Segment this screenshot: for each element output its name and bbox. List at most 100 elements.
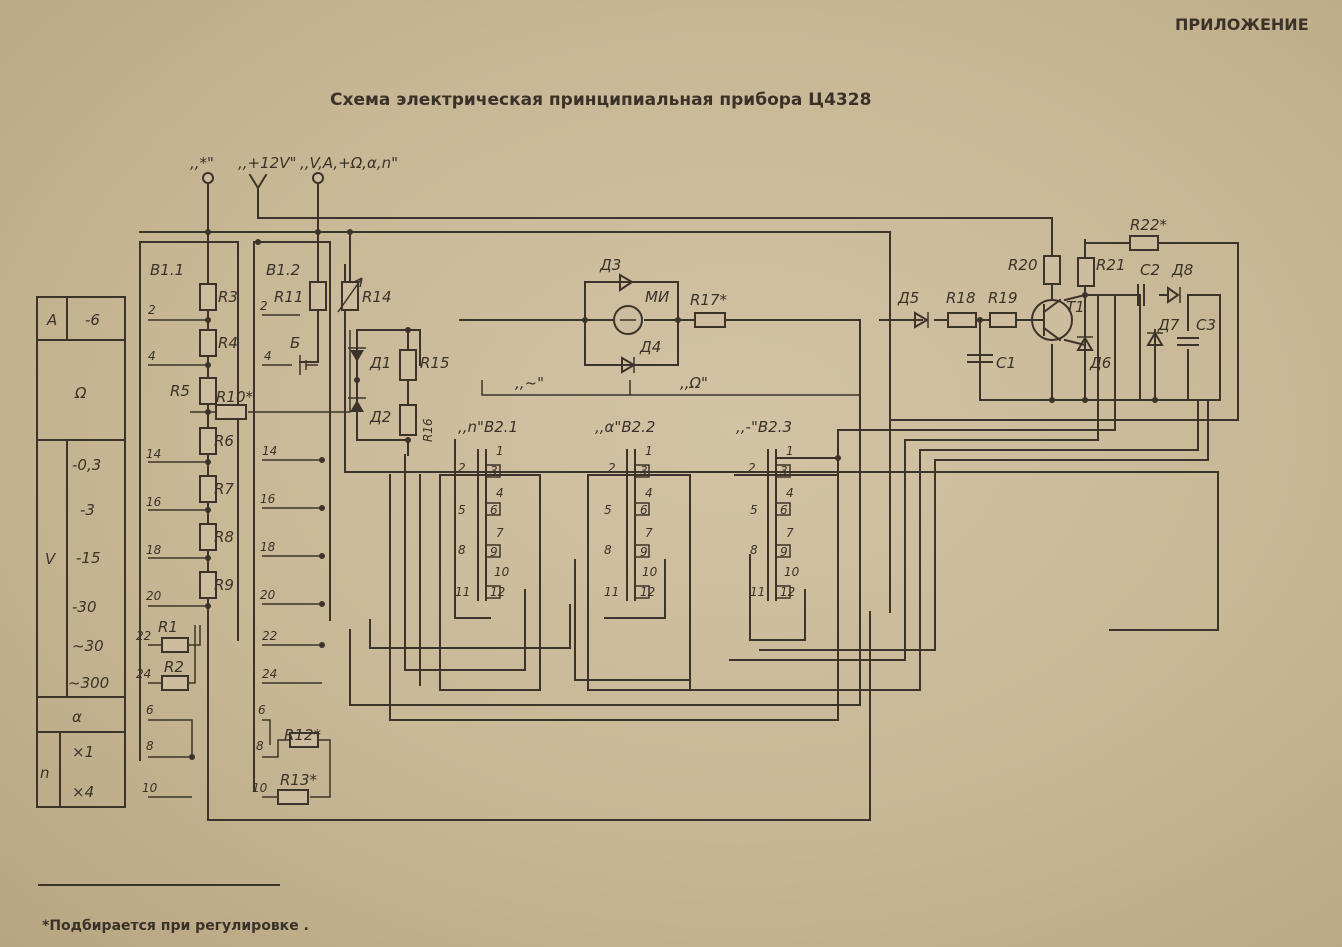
- diagram-title: Схема электрическая принципиальная прибо…: [330, 90, 871, 110]
- svg-text:R5: R5: [170, 382, 190, 400]
- resistor-r3: [199, 283, 217, 311]
- svg-text:A: A: [46, 311, 57, 329]
- resistor-r6: [199, 427, 217, 455]
- svg-text:3: 3: [640, 464, 648, 478]
- terminal-12v-label: ,,+12V": [238, 154, 296, 172]
- svg-text:3: 3: [780, 464, 788, 478]
- svg-text:α: α: [72, 708, 82, 726]
- capacitors: [967, 284, 1199, 363]
- resistor-r9: [199, 571, 217, 599]
- svg-text:Д3: Д3: [599, 256, 621, 274]
- svg-text:11: 11: [604, 585, 619, 599]
- svg-text:24: 24: [262, 667, 277, 681]
- svg-text:R15: R15: [420, 354, 450, 372]
- resistors: [161, 235, 1159, 805]
- svg-text:2: 2: [458, 461, 466, 475]
- b12-pin-labels: 2 4 14 16 18 20 22 24 6 8 10: [252, 299, 277, 795]
- terminal-va-label: ,,V,A,+Ω,α,n": [300, 154, 398, 172]
- resistor-r1: [161, 637, 189, 653]
- svg-text:18: 18: [146, 543, 162, 557]
- svg-text:10: 10: [642, 565, 658, 579]
- svg-text:2: 2: [748, 461, 756, 475]
- svg-text:9: 9: [780, 545, 788, 559]
- resistor-r16: [399, 404, 417, 436]
- mode-ac-label: ,,~": [515, 374, 544, 392]
- svg-text:-15: -15: [76, 549, 101, 567]
- svg-text:Д5: Д5: [897, 289, 919, 307]
- svg-text:10: 10: [494, 565, 510, 579]
- svg-text:22: 22: [136, 629, 151, 643]
- svg-text:4: 4: [496, 486, 504, 500]
- svg-text:R20: R20: [1008, 256, 1038, 274]
- svg-text:R19: R19: [988, 289, 1018, 307]
- svg-text:7: 7: [786, 526, 794, 540]
- svg-text:8: 8: [604, 543, 612, 557]
- svg-text:~300: ~300: [68, 674, 109, 692]
- switch-b21-label: ,,n"В2.1: [458, 418, 518, 436]
- svg-text:C2: C2: [1140, 261, 1160, 279]
- switch-b22-label: ,,α"В2.2: [595, 418, 655, 436]
- svg-text:МИ: МИ: [645, 288, 669, 306]
- terminal-va: [312, 172, 324, 184]
- resistor-r8: [199, 523, 217, 551]
- svg-text:12: 12: [780, 585, 795, 599]
- svg-text:-0,3: -0,3: [72, 456, 101, 474]
- resistor-r10: [215, 404, 247, 420]
- svg-text:16: 16: [260, 492, 276, 506]
- resistor-r17: [694, 312, 726, 328]
- svg-text:10: 10: [252, 781, 268, 795]
- resistor-r5: [199, 377, 217, 405]
- svg-text:Ω: Ω: [74, 384, 87, 402]
- svg-text:Д1: Д1: [369, 354, 391, 372]
- svg-text:11: 11: [750, 585, 765, 599]
- svg-text:R2: R2: [164, 658, 184, 676]
- svg-text:8: 8: [256, 739, 264, 753]
- svg-text:Д6: Д6: [1089, 354, 1111, 372]
- terminal-star-label: ,,*": [190, 154, 214, 172]
- svg-text:R21: R21: [1096, 256, 1126, 274]
- svg-text:18: 18: [260, 540, 276, 554]
- wafer-switches: [477, 449, 791, 601]
- svg-text:C1: C1: [996, 354, 1016, 372]
- appendix-label: ПРИЛОЖЕНИЕ: [1175, 15, 1309, 34]
- svg-text:6: 6: [490, 503, 498, 517]
- svg-text:R9: R9: [214, 576, 234, 594]
- svg-text:R8: R8: [214, 528, 234, 546]
- svg-text:10: 10: [784, 565, 800, 579]
- svg-text:R17*: R17*: [690, 291, 728, 309]
- wiring: [139, 182, 1239, 821]
- svg-text:5: 5: [458, 503, 466, 517]
- switch-b11-label: В1.1: [150, 261, 184, 279]
- mode-ohm-label: ,,Ω": [680, 374, 708, 392]
- svg-text:7: 7: [496, 526, 504, 540]
- svg-text:Б: Б: [290, 334, 300, 352]
- svg-text:6: 6: [640, 503, 648, 517]
- resistor-r19: [989, 312, 1017, 328]
- resistor-r7: [199, 475, 217, 503]
- svg-text:-6: -6: [85, 311, 100, 329]
- svg-text:10: 10: [142, 781, 158, 795]
- svg-text:R4: R4: [218, 334, 238, 352]
- svg-text:Д4: Д4: [639, 338, 661, 356]
- component-labels: R3 R4 R5 R10* R6 R7 R8 R9 R1 R2 R11 R14 …: [158, 216, 1216, 789]
- svg-text:2: 2: [148, 303, 156, 317]
- svg-text:Д2: Д2: [369, 408, 391, 426]
- svg-text:2: 2: [260, 299, 268, 313]
- terminal-12v: [248, 173, 268, 190]
- svg-text:5: 5: [604, 503, 612, 517]
- resistor-r2: [161, 675, 189, 691]
- svg-text:R12*: R12*: [284, 726, 322, 744]
- svg-text:R14: R14: [362, 288, 392, 306]
- svg-text:24: 24: [136, 667, 151, 681]
- range-table: A -6 Ω V -0,3 -3 -15 -30 ~30 ~300 α n ×1…: [36, 296, 126, 808]
- svg-text:20: 20: [146, 589, 162, 603]
- svg-text:7: 7: [645, 526, 653, 540]
- wafer-pin-labels: 2 5 8 11 1 3 4 6 7 9 10 12 2 5 8 11 1 3 …: [455, 444, 800, 599]
- svg-text:V: V: [45, 550, 57, 568]
- svg-text:8: 8: [458, 543, 466, 557]
- svg-text:4: 4: [645, 486, 653, 500]
- resistor-r21: [1077, 257, 1095, 287]
- terminal-star: [202, 172, 214, 184]
